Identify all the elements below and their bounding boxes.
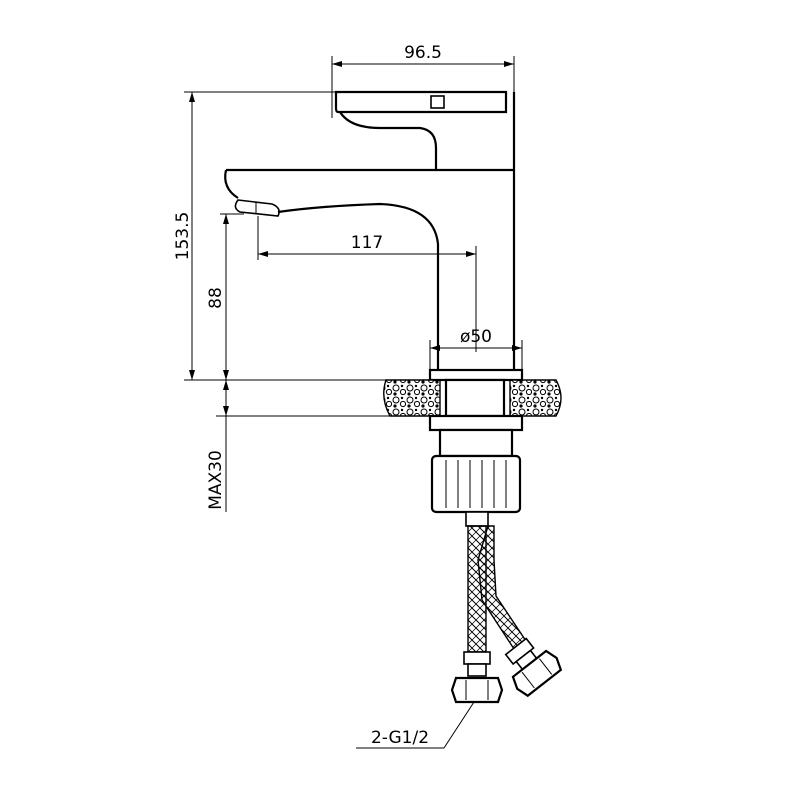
lever-handle [334,90,508,114]
hose-left-neck [467,663,487,677]
dim-base-diameter: ø50 [429,327,523,370]
dim-base-diameter-label: ø50 [460,327,492,347]
dim-spout-height-label: 88 [206,287,226,309]
mounting-shank [444,378,506,418]
countertop-left [383,379,441,417]
dim-spout-reach: 117 [257,216,477,352]
countertop-section [383,378,562,418]
dim-total-height-label: 153.5 [173,212,193,261]
hose-right-fitting [504,637,563,698]
nut-ribs [445,460,507,508]
base-flange [428,368,524,382]
dim-max-deck-label: MAX30 [206,450,226,510]
flexible-hoses [450,525,563,704]
dim-max-deck: MAX30 [206,380,390,512]
fixing-nut [428,414,524,527]
faucet-body [224,90,524,382]
lever-lower-contour [339,111,438,170]
dim-total-height: 153.5 [173,91,430,381]
hose-connector [465,511,489,527]
spout-tip-curve [224,169,239,199]
countertop-right [509,379,562,417]
dim-body-width-label: 96.5 [404,43,442,63]
hose-left-collar [463,651,491,665]
hose-left-nut [450,676,504,704]
spout-underside [277,202,440,370]
dim-spout-height: 88 [206,213,244,380]
lever-indicator [430,95,445,109]
nut-neck [438,428,514,458]
aerator [234,199,280,217]
dim-spout-reach-label: 117 [351,233,383,253]
nut-ribbed [430,454,522,514]
callout-hose-thread: 2-G1/2 [356,701,475,749]
washer [428,414,524,432]
dim-body-width: 96.5 [331,43,515,118]
callout-hose-thread-label: 2-G1/2 [371,728,429,748]
